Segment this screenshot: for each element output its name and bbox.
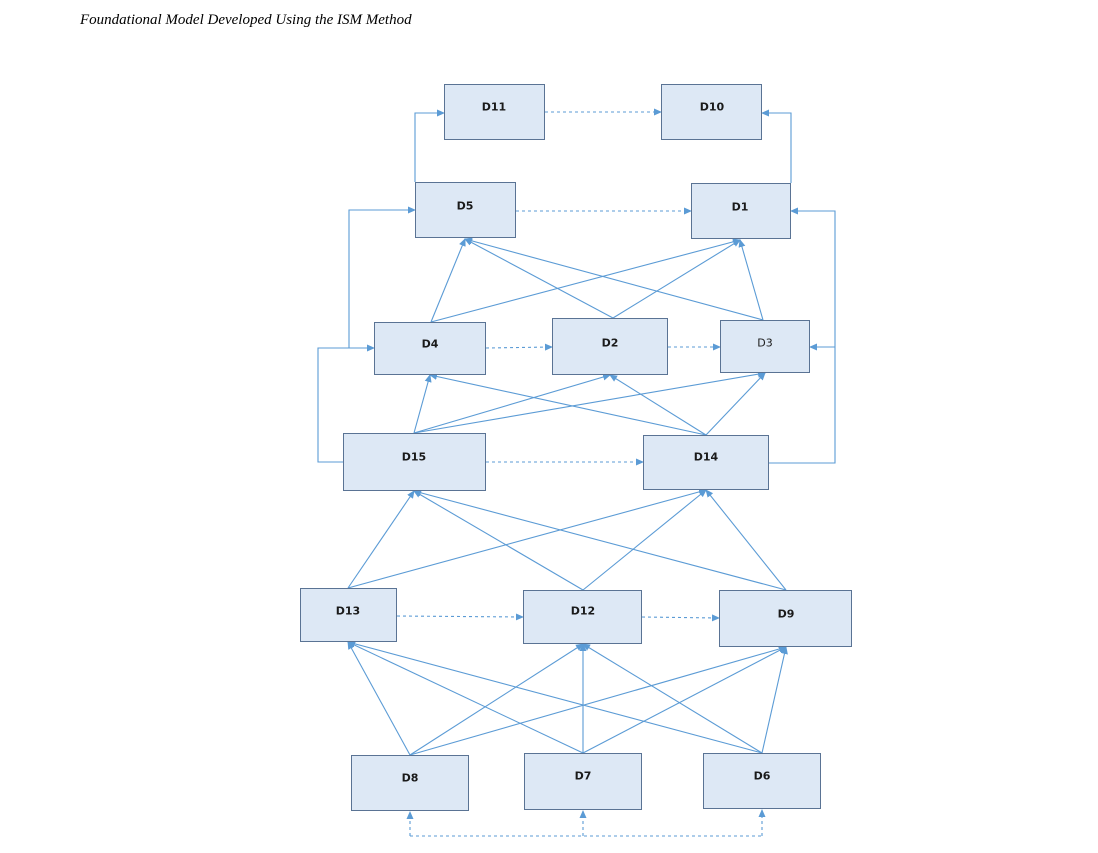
mutual-link-d13-d12	[389, 612, 524, 621]
arrow-d13-to-d14	[347, 488, 707, 589]
arrow-d6-to-d12	[582, 643, 763, 754]
node-label-d3: D3	[757, 336, 773, 350]
node-d4	[374, 322, 486, 375]
arrow-d14-to-d3	[705, 372, 766, 436]
arrow-d9-to-d15	[413, 489, 787, 591]
node-d8	[351, 755, 469, 811]
node-d7	[524, 753, 642, 810]
node-d6	[703, 753, 821, 809]
node-label-d7: D7	[574, 769, 592, 783]
node-d2	[552, 318, 668, 375]
diagram-title: Foundational Model Developed Using the I…	[80, 12, 412, 28]
node-d13	[300, 588, 397, 642]
arrow-d12-to-d15	[413, 490, 584, 591]
arrow-d5-to-d11	[414, 109, 445, 182]
node-label-d10: D10	[699, 100, 725, 114]
arrow-d6-to-d9	[761, 646, 788, 754]
mutual-link-d4-d2	[478, 343, 553, 352]
arrow-d4-to-d5	[430, 238, 466, 323]
node-d10	[661, 84, 762, 140]
arrow-d8-to-d9	[409, 645, 787, 756]
node-label-d9: D9	[777, 607, 795, 621]
arrow-d3-to-d1	[738, 239, 764, 321]
node-d15	[343, 433, 486, 491]
mutual-link-d12-d9	[634, 613, 720, 622]
node-d11	[444, 84, 545, 140]
arrow-d15-to-d5	[317, 206, 416, 463]
arrow-d14-to-d4	[429, 373, 707, 436]
node-label-d4: D4	[421, 337, 439, 351]
arrow-d8-to-d13	[347, 641, 411, 756]
node-label-d5: D5	[456, 199, 474, 213]
node-label-d1: D1	[731, 200, 749, 214]
node-d14	[643, 435, 769, 490]
node-d9	[719, 590, 852, 647]
node-d1	[691, 183, 791, 239]
arrow-d6-to-d13	[347, 640, 763, 754]
arrow-d14-to-d2	[609, 374, 707, 436]
arrow-d4-to-d1	[430, 238, 741, 323]
node-label-d12: D12	[570, 604, 596, 618]
arrow-d7-to-d9	[582, 646, 787, 754]
node-label-d13: D13	[335, 604, 361, 618]
arrow-d12-to-d14	[582, 489, 707, 591]
arrow-d9-to-d14	[705, 489, 787, 591]
node-d3	[720, 320, 810, 373]
arrow-d15-to-d3	[413, 370, 766, 434]
node-label-d8: D8	[401, 771, 419, 785]
arrow-d13-to-d15	[347, 490, 415, 589]
node-d12	[523, 590, 642, 644]
node-d5	[415, 182, 516, 238]
arrow-d2-to-d1	[612, 239, 741, 319]
node-label-d14: D14	[693, 450, 719, 464]
arrow-d7-to-d13	[347, 641, 584, 754]
arrow-d3-to-d5	[464, 237, 764, 321]
node-label-d2: D2	[601, 336, 619, 350]
arrow-d2-to-d5	[464, 238, 614, 319]
arrow-d1-to-d10	[761, 109, 792, 183]
node-label-d15: D15	[401, 450, 427, 464]
node-label-d6: D6	[753, 769, 771, 783]
arrow-d15-to-d2	[413, 373, 611, 434]
node-label-d11: D11	[481, 100, 507, 114]
arrow-d15-to-d4	[413, 374, 432, 434]
arrow-d8-to-d12	[409, 643, 584, 756]
